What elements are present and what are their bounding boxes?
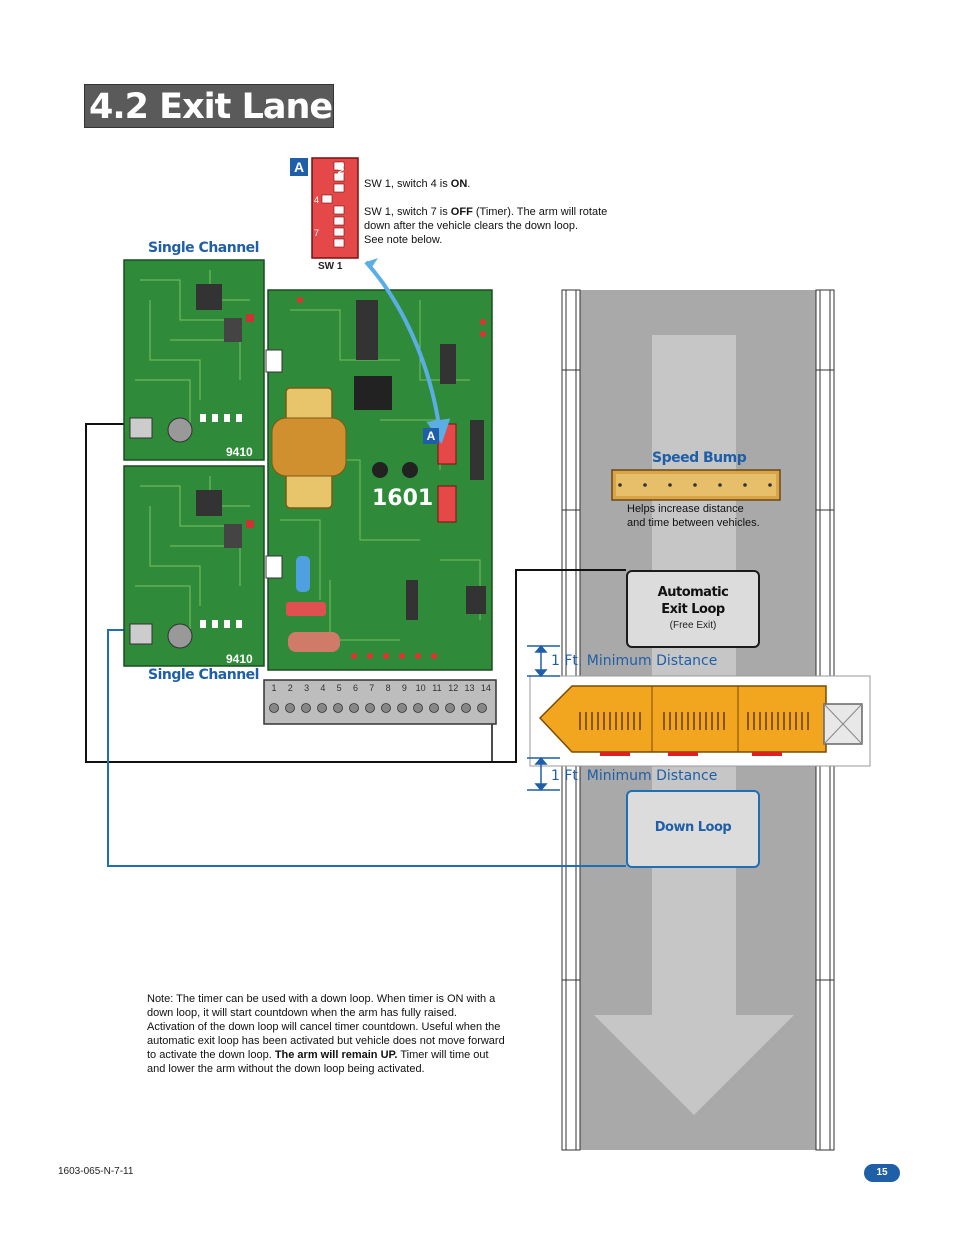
speed-bump-caption-line1: Helps increase distance: [627, 503, 744, 515]
terminal-12: 12: [448, 683, 459, 693]
dip-on-label: ON: [336, 162, 345, 174]
automatic-exit-loop-box: Automatic Exit Loop (Free Exit): [626, 570, 760, 648]
terminal-numbers: 1 2 3 4 5 6 7 8 9 10 11 12 13 14: [266, 683, 494, 693]
callout-line-see-note: See note below.: [364, 234, 443, 246]
document-code: 1603-065-N-7-11: [58, 1166, 134, 1177]
controller-marker-a: A: [423, 428, 439, 444]
barrier-gate-arm: [529, 675, 871, 767]
exit-loop-title-line2: Exit Loop: [661, 602, 725, 617]
detector-model-top: 9410: [226, 445, 253, 459]
callout-line-switch4: SW 1, switch 4 is ON.: [364, 177, 614, 191]
exit-loop-title-line1: Automatic: [657, 585, 729, 600]
terminal-2: 2: [287, 683, 293, 693]
callout-line2-prefix: SW 1, switch 7 is: [364, 206, 451, 218]
controller-board-1601: [263, 289, 497, 725]
speed-bump: [611, 469, 781, 501]
terminal-11: 11: [432, 683, 442, 693]
connector-top: [265, 349, 283, 373]
timer-note-tail: Timer will time out and lower the arm wi…: [147, 1049, 489, 1075]
sw1-label: SW 1: [318, 261, 343, 272]
single-channel-label-bottom: Single Channel: [148, 667, 259, 683]
terminal-4: 4: [320, 683, 326, 693]
distance-markers: [527, 644, 560, 792]
connector-bottom: [265, 555, 283, 579]
callout-line2-suffix: (Timer). The arm will rotate down after …: [364, 206, 608, 232]
terminal-10: 10: [415, 683, 426, 693]
terminal-7: 7: [369, 683, 375, 693]
speed-bump-caption-line2: and time between vehicles.: [627, 517, 760, 529]
terminal-5: 5: [336, 683, 342, 693]
callout-text: SW 1, switch 4 is ON. SW 1, switch 7 is …: [364, 177, 614, 247]
callout-line2-bold: OFF: [450, 206, 473, 218]
terminal-8: 8: [385, 683, 391, 693]
timer-note-text: Note: The timer can be used with a down …: [147, 993, 505, 1061]
detector-board-bottom: [123, 465, 265, 667]
min-distance-label-top: 1 Ft. Minimum Distance: [551, 653, 718, 669]
min-distance-label-bottom: 1 Ft. Minimum Distance: [551, 768, 718, 784]
dip-switch-number-4: 4: [314, 195, 320, 205]
terminal-3: 3: [304, 683, 310, 693]
terminal-13: 13: [464, 683, 475, 693]
callout-line1-prefix: SW 1, switch 4 is: [364, 178, 451, 190]
down-loop-label: Down Loop: [654, 820, 732, 835]
detector-board-top: [123, 259, 265, 461]
down-loop-box: Down Loop: [626, 790, 760, 868]
callout-marker-a: A: [290, 158, 308, 176]
speed-bump-caption: Helps increase distance and time between…: [627, 502, 797, 530]
dip-switch-sw1: [311, 157, 359, 259]
page-title: 4.2 Exit Lane Only: [84, 84, 334, 171]
callout-line1-bold: ON: [450, 178, 468, 190]
timer-note-bold: The arm will remain UP.: [274, 1049, 398, 1061]
terminal-9: 9: [401, 683, 407, 693]
timer-note: Note: The timer can be used with a down …: [147, 992, 505, 1076]
terminal-1: 1: [271, 683, 277, 693]
callout-line-switch7: SW 1, switch 7 is OFF (Timer). The arm w…: [364, 205, 614, 233]
terminal-6: 6: [352, 683, 358, 693]
terminal-14: 14: [480, 683, 491, 693]
callout-line1-suffix: .: [467, 178, 471, 190]
exit-loop-title: Automatic Exit Loop: [628, 584, 758, 618]
exit-loop-subtitle: (Free Exit): [669, 620, 717, 631]
controller-model-label: 1601: [372, 486, 434, 511]
speed-bump-label: Speed Bump: [652, 450, 747, 466]
callout-pointer-arrow: [364, 260, 451, 444]
page-number: 15: [864, 1164, 900, 1182]
dip-switch-number-7: 7: [314, 228, 320, 238]
detector-model-bottom: 9410: [226, 652, 253, 666]
single-channel-label-top: Single Channel: [148, 240, 259, 256]
